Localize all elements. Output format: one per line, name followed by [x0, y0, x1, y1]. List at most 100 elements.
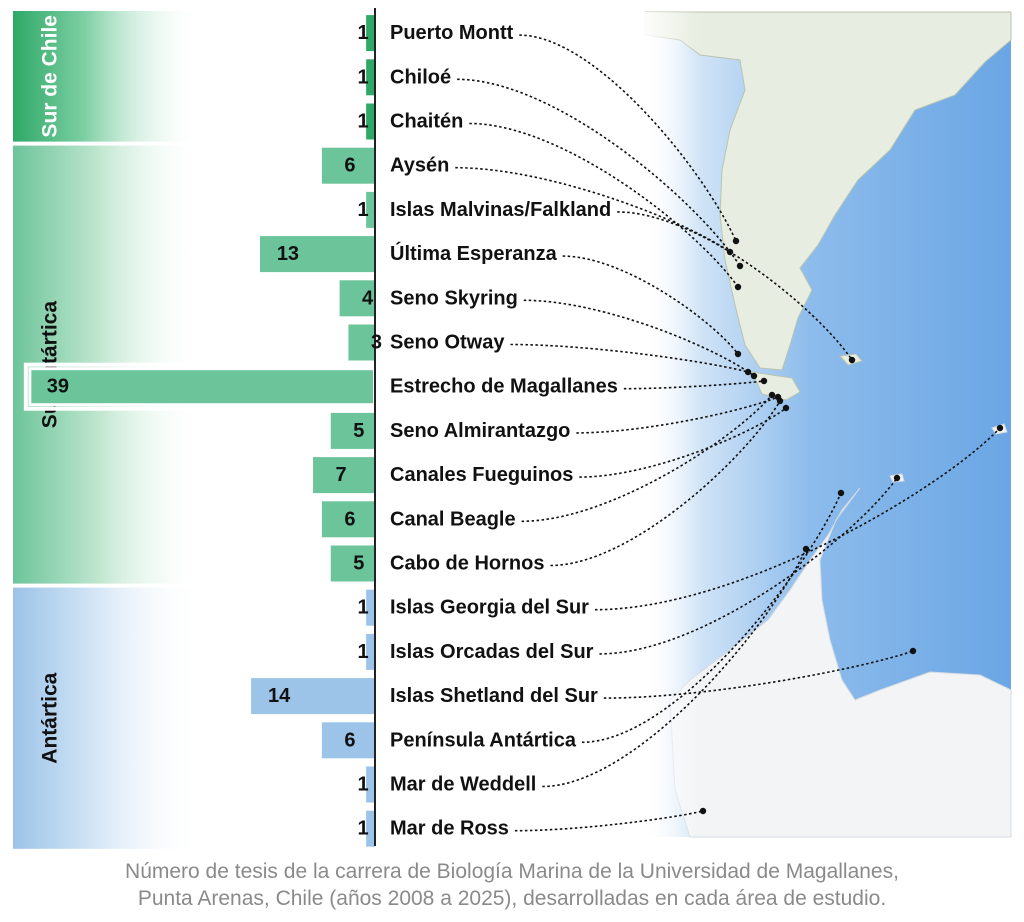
- group-band-sur-de-chile: [13, 11, 203, 142]
- bar-islas-orcadas-del-sur: [366, 633, 375, 670]
- value-label-islas-orcadas-del-sur: 1: [357, 641, 368, 663]
- bar-aysen: [321, 147, 375, 184]
- location-point-seno-otway: [744, 368, 752, 376]
- category-label-ultima-esperanza: Última Esperanza: [390, 241, 558, 265]
- bar-mar-de-weddell: [366, 766, 375, 803]
- location-point-seno-skyring: [750, 372, 758, 380]
- category-label-puerto-montt: Puerto Montt: [390, 22, 514, 44]
- location-point-estrecho-de-magallanes: [760, 377, 768, 385]
- bar-ultima-esperanza: [259, 236, 375, 273]
- category-label-chiloe: Chiloé: [390, 66, 451, 88]
- bar-cabo-de-hornos: [330, 545, 375, 582]
- category-label-mar-de-weddell: Mar de Weddell: [390, 774, 536, 796]
- category-label-aysen: Aysén: [390, 155, 449, 177]
- category-label-seno-almirantazgo: Seno Almirantazgo: [390, 420, 570, 442]
- value-label-canal-beagle: 6: [344, 508, 355, 530]
- category-label-mar-de-ross: Mar de Ross: [390, 818, 509, 840]
- value-label-ultima-esperanza: 13: [277, 243, 299, 265]
- background-map: [640, 11, 1012, 838]
- value-label-peninsula-antartica: 6: [344, 729, 355, 751]
- location-point-cabo-de-hornos: [776, 397, 784, 405]
- figure-caption: Número de tesis de la carrera de Biologí…: [0, 858, 1024, 912]
- category-label-islas-shetland-del-sur: Islas Shetland del Sur: [390, 685, 598, 707]
- bar-chaiten: [366, 103, 375, 140]
- value-label-mar-de-weddell: 1: [357, 774, 368, 796]
- value-label-islas-shetland-del-sur: 14: [268, 685, 291, 707]
- location-point-ultima-esperanza: [734, 350, 742, 358]
- category-label-canal-beagle: Canal Beagle: [390, 508, 516, 530]
- location-point-islas-georgia-del-sur: [996, 424, 1004, 432]
- location-point-chaiten: [734, 283, 742, 291]
- leader-line-chiloe: [457, 78, 741, 267]
- group-label-sur-de-chile: Sur de Chile: [39, 15, 62, 138]
- leader-line-mar-de-ross: [514, 810, 704, 832]
- leader-line-canal-beagle: [521, 394, 773, 523]
- bar-seno-almirantazgo: [330, 412, 375, 449]
- location-point-mar-de-weddell: [802, 545, 810, 553]
- category-label-estrecho-de-magallanes: Estrecho de Magallanes: [390, 376, 618, 398]
- location-point-islas-orcadas-del-sur: [893, 474, 901, 482]
- leader-lines: [455, 34, 1004, 832]
- location-point-islas-shetland-del-sur: [909, 647, 917, 655]
- bar-seno-otway: [348, 324, 375, 361]
- leader-line-canales-fueguinos: [579, 407, 787, 478]
- leader-line-cabo-de-hornos: [550, 400, 781, 567]
- leader-line-seno-skyring: [523, 299, 755, 377]
- category-label-cabo-de-hornos: Cabo de Hornos: [390, 553, 544, 575]
- leader-line-seno-otway: [510, 343, 749, 373]
- location-point-canal-beagle: [768, 391, 776, 399]
- bar-islas-shetland-del-sur: [251, 678, 375, 715]
- bar-mar-de-ross: [366, 810, 375, 847]
- bar-canal-beagle: [321, 501, 375, 538]
- location-point-islas-malvinas-falkland: [848, 356, 856, 364]
- category-label-islas-georgia-del-sur: Islas Georgia del Sur: [390, 597, 589, 619]
- category-label-seno-otway: Seno Otway: [390, 332, 505, 354]
- category-label-chaiten: Chaitén: [390, 111, 463, 133]
- bar-estrecho-de-magallanes: [28, 367, 377, 407]
- leader-line-islas-malvinas-falkland: [617, 211, 853, 361]
- leader-line-islas-georgia-del-sur: [594, 427, 1001, 611]
- category-label-islas-orcadas-del-sur: Islas Orcadas del Sur: [390, 641, 594, 663]
- value-label-cabo-de-hornos: 5: [353, 553, 364, 575]
- category-label-peninsula-antartica: Península Antártica: [390, 729, 577, 751]
- value-label-aysen: 6: [344, 155, 355, 177]
- bar-chiloe: [366, 59, 375, 96]
- leader-line-estrecho-de-magallanes: [623, 380, 765, 390]
- map-antarctic-peninsula: [669, 487, 1012, 838]
- location-point-puerto-montt: [732, 237, 740, 245]
- map-land-south-america: [644, 11, 1012, 371]
- value-label-chiloe: 1: [357, 66, 368, 88]
- caption-line-1: Número de tesis de la carrera de Biologí…: [125, 860, 899, 883]
- leader-line-seno-almirantazgo: [576, 396, 779, 434]
- bar-canales-fueguinos: [313, 457, 375, 494]
- leader-line-ultima-esperanza: [562, 255, 739, 355]
- bar-islas-georgia-del-sur: [366, 589, 375, 626]
- location-point-mar-de-ross: [699, 807, 707, 815]
- value-label-canales-fueguinos: 7: [335, 464, 346, 486]
- location-point-chiloe: [736, 262, 744, 270]
- value-label-puerto-montt: 1: [357, 22, 368, 44]
- leader-line-islas-orcadas-del-sur: [599, 477, 898, 655]
- leader-line-puerto-montt: [519, 34, 737, 242]
- category-label-seno-skyring: Seno Skyring: [390, 287, 518, 309]
- bar-peninsula-antartica: [321, 722, 375, 759]
- value-label-estrecho-de-magallanes: 39: [47, 376, 69, 398]
- bar-puerto-montt: [366, 15, 375, 52]
- location-point-canales-fueguinos: [782, 404, 790, 412]
- leader-line-chaiten: [469, 122, 739, 288]
- location-point-peninsula-antartica: [837, 489, 845, 497]
- group-label-antartica: Antártica: [39, 672, 62, 763]
- group-band-antartica: [13, 587, 203, 849]
- category-label-canales-fueguinos: Canales Fueguinos: [390, 464, 573, 486]
- value-label-mar-de-ross: 1: [357, 818, 368, 840]
- map-left-fade: [640, 12, 700, 837]
- value-label-seno-otway: 3: [371, 332, 382, 354]
- bar-islas-malvinas-falkland: [366, 191, 375, 228]
- value-label-seno-skyring: 4: [362, 287, 374, 309]
- caption-line-2: Punta Arenas, Chile (años 2008 a 2025), …: [137, 887, 887, 910]
- value-label-seno-almirantazgo: 5: [353, 420, 364, 442]
